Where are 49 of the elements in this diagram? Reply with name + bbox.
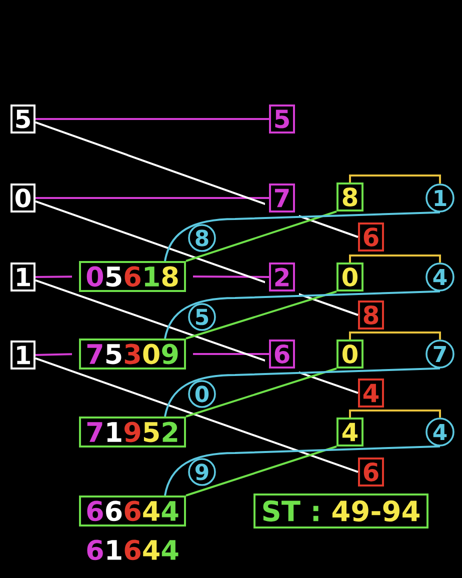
digit-box: 1 bbox=[10, 262, 36, 292]
number-box: 71952 bbox=[79, 416, 186, 448]
digit-box: 8 bbox=[336, 182, 364, 212]
connector-line bbox=[35, 121, 358, 238]
result-box: ST : 49-94 bbox=[254, 494, 428, 528]
digit-box: 1 bbox=[10, 340, 36, 370]
curved-line bbox=[164, 290, 440, 339]
connector-line bbox=[186, 210, 337, 262]
digit-box: 6 bbox=[269, 340, 295, 368]
connector-line bbox=[186, 368, 337, 418]
circled-digit: 4 bbox=[426, 418, 454, 446]
digit-box: 4 bbox=[358, 378, 384, 408]
connector-line bbox=[36, 197, 269, 199]
circled-digit: 1 bbox=[426, 184, 454, 212]
connector-line bbox=[35, 357, 358, 473]
number-text: 61644 bbox=[87, 540, 178, 560]
bracket-line bbox=[349, 332, 441, 340]
curved-line bbox=[164, 211, 440, 262]
digit-box: 2 bbox=[269, 262, 295, 292]
number-box: 05618 bbox=[79, 261, 186, 292]
curved-line bbox=[164, 445, 440, 496]
digit-box: 7 bbox=[269, 184, 295, 212]
curved-line bbox=[164, 367, 440, 417]
bracket-line bbox=[349, 410, 441, 418]
connector-line bbox=[35, 200, 358, 316]
circled-digit: 4 bbox=[426, 262, 454, 292]
connector-line bbox=[35, 279, 358, 394]
digit-box: 0 bbox=[10, 184, 36, 212]
connector-line bbox=[193, 276, 269, 278]
bracket-line bbox=[349, 174, 441, 184]
digit-box: 5 bbox=[10, 104, 36, 134]
connector-line bbox=[186, 446, 337, 496]
bracket-line bbox=[349, 254, 441, 263]
digit-box: 8 bbox=[358, 300, 384, 330]
digit-box: 0 bbox=[336, 262, 364, 292]
circled-label: 8 bbox=[188, 224, 216, 252]
connector-line bbox=[193, 353, 269, 355]
digit-box: 4 bbox=[336, 418, 364, 446]
digit-box: 6 bbox=[358, 222, 384, 252]
connector-line bbox=[36, 118, 269, 120]
connector-line bbox=[186, 290, 337, 340]
number-box: 66644 bbox=[79, 496, 186, 526]
digit-box: 6 bbox=[358, 458, 384, 486]
connector-line bbox=[35, 353, 72, 356]
digit-box: 0 bbox=[336, 340, 364, 368]
digit-box: 5 bbox=[269, 104, 295, 134]
connector-line bbox=[35, 276, 72, 278]
number-box: 75309 bbox=[79, 338, 186, 370]
circled-digit: 7 bbox=[426, 340, 454, 368]
